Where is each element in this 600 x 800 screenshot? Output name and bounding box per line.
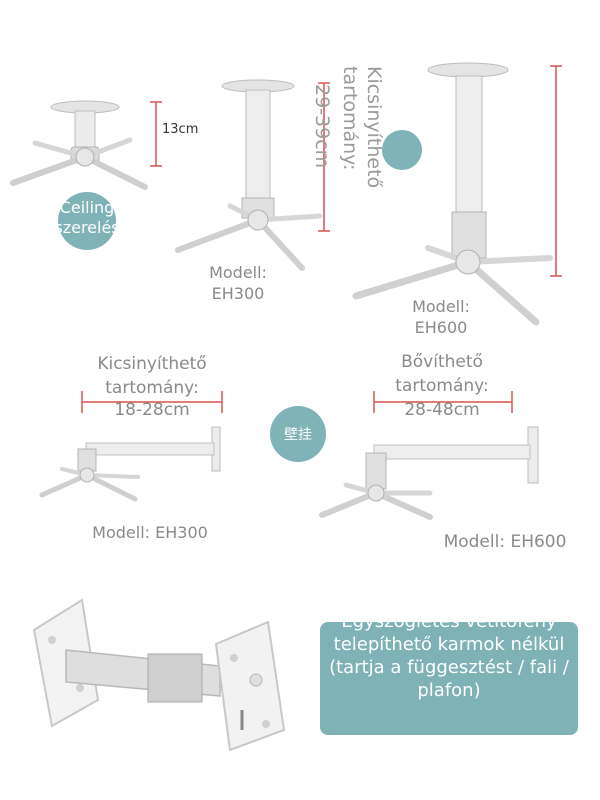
eh600-wall-range-value: 28-48cm — [404, 400, 480, 420]
callout-box — [320, 622, 578, 735]
eh600-wall-mount-image — [319, 426, 539, 520]
eh300-ceiling-model-label: Modell: EH300 — [209, 263, 267, 303]
eh300-wall-range-value: 18-28cm — [114, 400, 190, 420]
bracket-closeup-image — [32, 598, 286, 752]
dimension-line-eh300-wall — [81, 391, 223, 413]
eh600-wall-model-label: Modell: EH600 — [443, 532, 567, 552]
ceiling-badge — [58, 192, 116, 250]
eh300-wall-mount-image — [39, 426, 221, 502]
eh300-wall-range-title: Kicsinyíthető tartomány: — [97, 354, 207, 398]
callout-text: Egyszögletes vetítőfény telepíthető karm… — [329, 611, 569, 701]
eh300-wall-model-label: Modell: EH300 — [92, 523, 208, 542]
dimension-line-eh600-wall — [373, 391, 513, 413]
eh600-ceiling-range-label: Kicsinyíthető tartomány: — [339, 66, 385, 189]
ceiling-badge-text: Ceiling szerelés — [54, 198, 120, 237]
dimension-label-13cm: 13cm — [162, 122, 199, 137]
eh600-ceiling-mount-image — [352, 62, 553, 326]
eh600-ceiling-model-label: Modell: EH600 — [412, 297, 470, 337]
dimension-line-eh300-ceiling — [318, 82, 330, 232]
eh300-ceiling-mount-image — [175, 79, 323, 271]
dimension-line-eh600-ceiling — [550, 65, 562, 277]
eh600-wall-range-title: Bővíthető tartomány: — [395, 352, 489, 396]
dimension-line-13cm — [150, 101, 162, 167]
fali-badge — [382, 130, 422, 170]
wall-badge — [270, 406, 326, 462]
small-ceiling-mount-image — [10, 100, 148, 190]
wall-badge-text: 壁挂 — [284, 427, 312, 443]
eh300-ceiling-range-label: 29-39cm — [311, 84, 333, 169]
